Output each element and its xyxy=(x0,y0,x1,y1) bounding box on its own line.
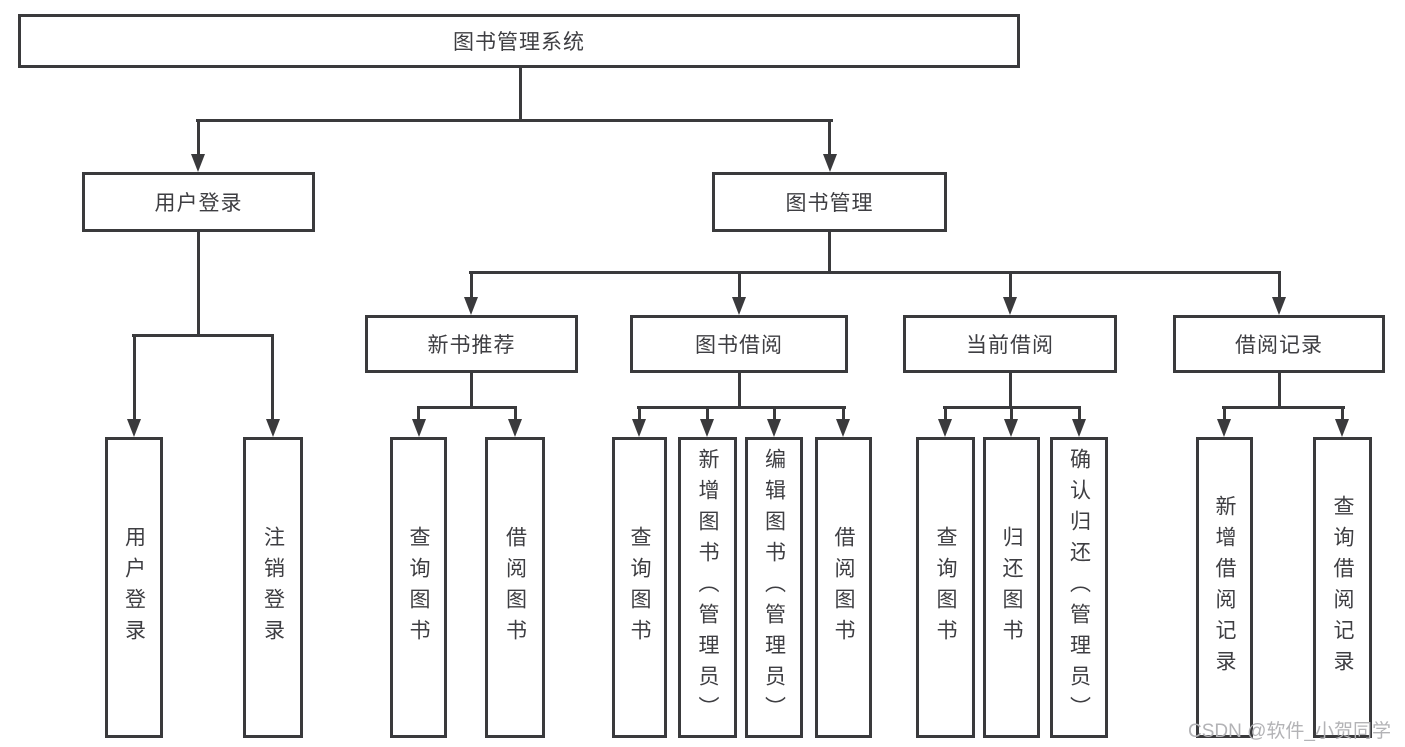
arrow-down-icon xyxy=(191,154,205,172)
node-borrowing-records: 借阅记录 xyxy=(1173,315,1385,373)
node-current-borrowing: 当前借阅 xyxy=(903,315,1117,373)
connector-drop xyxy=(1278,272,1281,299)
connector-book-mgmt-bar xyxy=(469,271,1281,274)
leaf-edit-book-admin: 编辑图书（管理员） xyxy=(745,437,803,738)
node-book-borrowing-label: 图书借阅 xyxy=(695,334,783,357)
leaf-return-books-label: 归还图书 xyxy=(1000,525,1023,650)
arrow-down-icon xyxy=(508,419,522,437)
arrow-down-icon xyxy=(700,419,714,437)
leaf-confirm-return-admin-label: 确认归还（管理员） xyxy=(1067,448,1091,727)
connector-root-stem xyxy=(519,68,522,120)
leaf-query-books-borrowing-label: 查询图书 xyxy=(628,525,651,650)
leaf-add-borrow-record-label: 新增借阅记录 xyxy=(1213,494,1236,681)
connector-drop xyxy=(706,407,709,421)
connector-drop xyxy=(773,407,776,421)
leaf-query-books-recommend: 查询图书 xyxy=(390,437,447,738)
leaf-query-borrow-record: 查询借阅记录 xyxy=(1313,437,1372,738)
leaf-logout-label: 注销登录 xyxy=(261,525,285,650)
leaf-borrow-books-recommend-label: 借阅图书 xyxy=(503,525,527,650)
connector-drop xyxy=(1010,407,1013,421)
leaf-borrow-books-recommend: 借阅图书 xyxy=(485,437,545,738)
leaf-edit-book-admin-label: 编辑图书（管理员） xyxy=(762,448,786,727)
connector-drop xyxy=(638,407,641,421)
connector-drop xyxy=(1009,272,1012,299)
node-book-borrowing: 图书借阅 xyxy=(630,315,848,373)
arrow-down-icon xyxy=(823,154,837,172)
connector-user-login-drop xyxy=(197,120,200,156)
arrow-down-icon xyxy=(1272,297,1286,315)
connector-book-mgmt-stem xyxy=(828,232,831,272)
leaf-confirm-return-admin: 确认归还（管理员） xyxy=(1050,437,1108,738)
arrow-down-icon xyxy=(1004,419,1018,437)
connector-bar xyxy=(1222,406,1345,409)
leaf-query-books-current-label: 查询图书 xyxy=(934,525,957,650)
node-current-borrowing-label: 当前借阅 xyxy=(966,334,1054,357)
node-root-label: 图书管理系统 xyxy=(453,31,585,54)
connector-drop xyxy=(1078,407,1081,421)
arrow-down-icon xyxy=(1217,419,1231,437)
leaf-add-book-admin-label: 新增图书（管理员） xyxy=(696,448,719,727)
arrow-down-icon xyxy=(266,419,280,437)
connector-drop xyxy=(514,407,517,421)
arrow-down-icon xyxy=(767,419,781,437)
connector-book-mgmt-drop xyxy=(828,120,831,156)
csdn-watermark: CSDN @软件_小贺同学 xyxy=(1188,721,1391,742)
leaf-borrow-books-borrowing: 借阅图书 xyxy=(815,437,872,738)
node-borrowing-records-label: 借阅记录 xyxy=(1235,334,1323,357)
leaf-return-books: 归还图书 xyxy=(983,437,1040,738)
connector-drop xyxy=(944,407,947,421)
leaf-query-books-borrowing: 查询图书 xyxy=(612,437,667,738)
connector-drop xyxy=(1223,407,1226,421)
connector-drop xyxy=(1341,407,1344,421)
arrow-down-icon xyxy=(938,419,952,437)
arrow-down-icon xyxy=(836,419,850,437)
connector-bar xyxy=(417,406,517,409)
connector-user-login-bar xyxy=(132,334,274,337)
connector-stem xyxy=(1009,373,1012,407)
leaf-borrow-books-borrowing-label: 借阅图书 xyxy=(832,525,855,650)
node-new-book-recommendation-label: 新书推荐 xyxy=(427,334,516,357)
node-user-login-label: 用户登录 xyxy=(154,192,243,215)
leaf-logout: 注销登录 xyxy=(243,437,303,738)
node-new-book-recommendation: 新书推荐 xyxy=(365,315,578,373)
leaf-query-borrow-record-label: 查询借阅记录 xyxy=(1331,494,1354,681)
leaf-add-book-admin: 新增图书（管理员） xyxy=(678,437,737,738)
connector-stem xyxy=(470,373,473,407)
leaf-user-login: 用户登录 xyxy=(105,437,163,738)
connector-drop xyxy=(417,407,420,421)
connector-drop xyxy=(271,335,274,421)
arrow-down-icon xyxy=(732,297,746,315)
leaf-query-books-recommend-label: 查询图书 xyxy=(407,525,430,650)
leaf-user-login-label: 用户登录 xyxy=(122,525,146,650)
arrow-down-icon xyxy=(632,419,646,437)
connector-user-login-stem xyxy=(197,232,200,335)
connector-root-bar xyxy=(196,119,833,122)
leaf-query-books-current: 查询图书 xyxy=(916,437,975,738)
node-book-management-label: 图书管理 xyxy=(785,192,874,215)
connector-drop xyxy=(470,272,473,299)
connector-drop xyxy=(842,407,845,421)
connector-bar xyxy=(637,406,846,409)
connector-stem xyxy=(738,373,741,407)
connector-drop xyxy=(133,335,136,421)
node-user-login: 用户登录 xyxy=(82,172,315,232)
node-book-management: 图书管理 xyxy=(712,172,947,232)
leaf-add-borrow-record: 新增借阅记录 xyxy=(1196,437,1253,738)
arrow-down-icon xyxy=(412,419,426,437)
connector-drop xyxy=(738,272,741,299)
arrow-down-icon xyxy=(464,297,478,315)
arrow-down-icon xyxy=(127,419,141,437)
node-root: 图书管理系统 xyxy=(18,14,1020,68)
arrow-down-icon xyxy=(1072,419,1086,437)
arrow-down-icon xyxy=(1335,419,1349,437)
connector-stem xyxy=(1278,373,1281,407)
arrow-down-icon xyxy=(1003,297,1017,315)
